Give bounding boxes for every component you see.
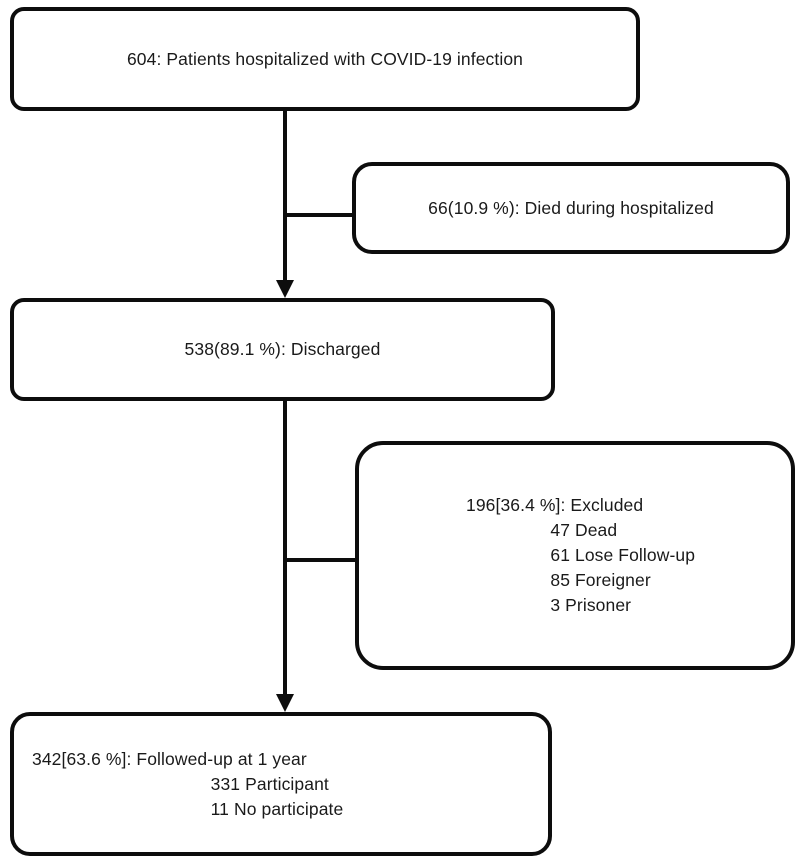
node-died-during-hospitalization: 66(10.9 %): Died during hospitalized (352, 162, 790, 254)
node-followed-up: 342[63.6 %]: Followed-up at 1 year 331 P… (10, 712, 552, 856)
node-excluded: 196[36.4 %]: Excluded 47 Dead 61 Lose Fo… (355, 441, 795, 670)
connector-discharged-to-followed (276, 401, 294, 712)
node-discharged-label: 538(89.1 %): Discharged (184, 339, 381, 359)
node-enrolled-label: 604: Patients hospitalized with COVID-19… (126, 48, 524, 69)
node-died-label: 66(10.9 %): Died during hospitalized (428, 197, 714, 218)
node-enrolled: 604: Patients hospitalized with COVID-19… (10, 7, 640, 111)
connector-enrolled-to-discharged (276, 111, 294, 298)
node-excluded-label: 196[36.4 %]: Excluded 47 Dead 61 Lose Fo… (466, 495, 696, 615)
node-followed-up-label: 342[63.6 %]: Followed-up at 1 year 331 P… (32, 748, 344, 819)
node-discharged: 538(89.1 %): Discharged (10, 298, 555, 401)
